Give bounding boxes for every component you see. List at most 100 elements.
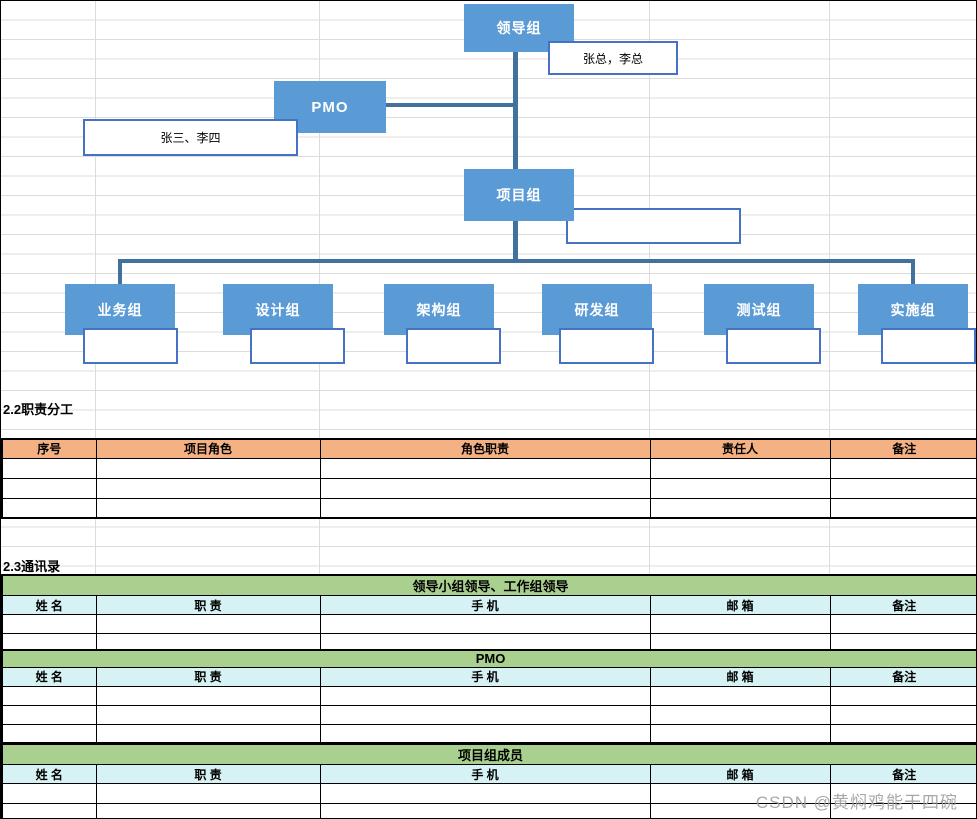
cell[interactable] — [319, 497, 651, 519]
grid-column-line — [829, 1, 830, 574]
cell[interactable] — [319, 614, 651, 634]
org-box-leader-group[interactable]: 领导组 — [464, 4, 574, 52]
org-names-team-implementation[interactable] — [881, 328, 976, 364]
contacts-header-cell[interactable]: 手 机 — [319, 764, 651, 784]
duties-table-row — [1, 477, 976, 499]
cell[interactable] — [1, 477, 97, 499]
contacts-header-cell[interactable]: 备注 — [829, 595, 976, 615]
org-box-team-business[interactable]: 业务组 — [65, 284, 175, 335]
trunk-connector-line — [513, 52, 518, 261]
cell[interactable] — [829, 685, 976, 706]
cell[interactable] — [649, 704, 831, 725]
org-names-team-business[interactable] — [83, 328, 178, 364]
contacts-header-cell[interactable]: 职 责 — [95, 764, 321, 784]
cell[interactable] — [829, 477, 976, 499]
org-names-leader-group[interactable]: 张总，李总 — [548, 41, 678, 75]
cell[interactable] — [1, 633, 97, 653]
contacts-header-cell[interactable]: 备注 — [829, 666, 976, 687]
contacts-header-cell[interactable]: 邮 箱 — [649, 764, 831, 784]
cell[interactable] — [829, 704, 976, 725]
duties-table-row — [1, 457, 976, 479]
org-names-project-group[interactable] — [566, 208, 741, 244]
cell[interactable] — [95, 803, 321, 818]
cell[interactable] — [649, 457, 831, 479]
cell[interactable] — [829, 457, 976, 479]
cell[interactable] — [1, 457, 97, 479]
contacts-header-cell[interactable]: 手 机 — [319, 666, 651, 687]
duties-header-cell[interactable]: 项目角色 — [95, 438, 321, 459]
contacts-header-cell[interactable]: 姓 名 — [1, 666, 97, 687]
cell[interactable] — [1, 685, 97, 706]
org-names-pmo[interactable]: 张三、李四 — [83, 119, 298, 156]
contacts-group-title[interactable]: 项目组成员 — [1, 743, 976, 765]
org-names-team-architecture[interactable] — [406, 328, 501, 364]
duties-table: 序号 项目角色 角色职责 责任人 备注 — [1, 438, 976, 519]
cell[interactable] — [95, 614, 321, 634]
org-names-team-design[interactable] — [250, 328, 345, 364]
cell[interactable] — [95, 477, 321, 499]
duties-header-cell[interactable]: 责任人 — [649, 438, 831, 459]
cell[interactable] — [829, 497, 976, 519]
contacts-section-heading: 2.3通讯录 — [3, 559, 61, 574]
contacts-table-members: 项目组成员 姓 名 职 责 手 机 邮 箱 备注 — [1, 743, 976, 818]
contacts-header-cell[interactable]: 邮 箱 — [649, 595, 831, 615]
cell[interactable] — [319, 704, 651, 725]
org-box-team-rnd[interactable]: 研发组 — [542, 284, 652, 335]
cell[interactable] — [319, 457, 651, 479]
cell[interactable] — [649, 633, 831, 653]
org-names-team-rnd[interactable] — [559, 328, 654, 364]
duties-header-cell[interactable]: 备注 — [829, 438, 976, 459]
bracket-horizontal-line — [118, 259, 915, 263]
contacts-table-row — [1, 633, 976, 653]
cell[interactable] — [829, 633, 976, 653]
contacts-table-row — [1, 704, 976, 725]
cell[interactable] — [1, 497, 97, 519]
org-box-team-testing[interactable]: 测试组 — [704, 284, 814, 335]
org-box-team-implementation[interactable]: 实施组 — [858, 284, 968, 335]
cell[interactable] — [649, 497, 831, 519]
cell[interactable] — [95, 497, 321, 519]
cell[interactable] — [95, 457, 321, 479]
cell[interactable] — [95, 783, 321, 804]
bracket-right-drop-line — [911, 259, 915, 289]
cell[interactable] — [649, 803, 831, 818]
cell[interactable] — [95, 704, 321, 725]
cell[interactable] — [319, 803, 651, 818]
contacts-group-title[interactable]: 领导小组领导、工作组领导 — [1, 574, 976, 596]
duties-header-cell[interactable]: 序号 — [1, 438, 97, 459]
org-box-team-architecture[interactable]: 架构组 — [384, 284, 494, 335]
cell[interactable] — [319, 783, 651, 804]
cell[interactable] — [649, 723, 831, 744]
contacts-header-cell[interactable]: 职 责 — [95, 666, 321, 687]
duties-table-row — [1, 497, 976, 519]
cell[interactable] — [649, 614, 831, 634]
cell[interactable] — [319, 477, 651, 499]
cell[interactable] — [1, 783, 97, 804]
cell[interactable] — [649, 685, 831, 706]
contacts-header-cell[interactable]: 姓 名 — [1, 764, 97, 784]
cell[interactable] — [1, 614, 97, 634]
cell[interactable] — [829, 614, 976, 634]
cell[interactable] — [1, 723, 97, 744]
cell[interactable] — [319, 723, 651, 744]
contacts-header-cell[interactable]: 备注 — [829, 764, 976, 784]
cell[interactable] — [1, 704, 97, 725]
cell[interactable] — [829, 723, 976, 744]
duties-header-cell[interactable]: 角色职责 — [319, 438, 651, 459]
cell[interactable] — [95, 685, 321, 706]
cell[interactable] — [319, 685, 651, 706]
cell[interactable] — [1, 803, 97, 818]
contacts-header-cell[interactable]: 职 责 — [95, 595, 321, 615]
contacts-table-row — [1, 685, 976, 706]
org-box-project-group[interactable]: 项目组 — [464, 169, 574, 221]
cell[interactable] — [649, 477, 831, 499]
contacts-header-cell[interactable]: 邮 箱 — [649, 666, 831, 687]
org-box-team-design[interactable]: 设计组 — [223, 284, 333, 335]
contacts-header-cell[interactable]: 姓 名 — [1, 595, 97, 615]
org-names-team-testing[interactable] — [726, 328, 821, 364]
cell[interactable] — [829, 803, 976, 818]
contacts-table-row — [1, 723, 976, 744]
contacts-header-cell[interactable]: 手 机 — [319, 595, 651, 615]
cell[interactable] — [95, 723, 321, 744]
contacts-group-title[interactable]: PMO — [1, 649, 976, 668]
